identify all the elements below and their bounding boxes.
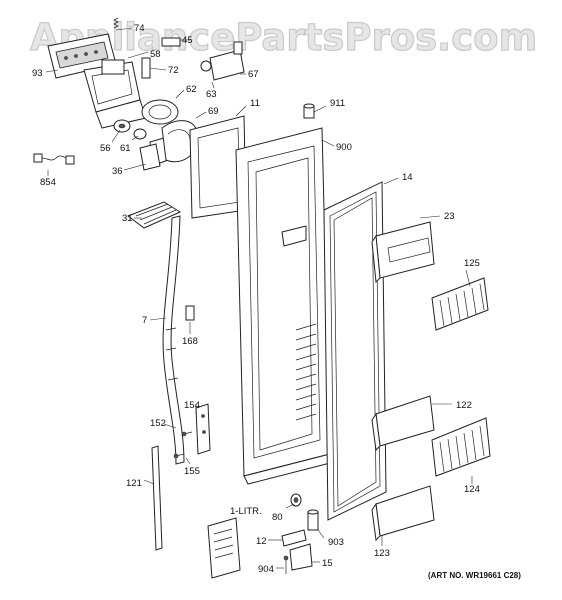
callout-12: 12	[256, 536, 267, 547]
callout-124: 124	[464, 484, 480, 495]
callout-152: 152	[150, 418, 166, 429]
callout-67: 67	[248, 69, 259, 80]
callout-56: 56	[100, 143, 111, 154]
instruction-booklet[interactable]	[207, 517, 241, 579]
callout-58: 58	[150, 49, 161, 60]
hinge-pin-strip[interactable]	[151, 445, 163, 551]
light-socket[interactable]	[113, 119, 131, 133]
dispenser-motor[interactable]	[141, 99, 179, 125]
handle-screw-lower[interactable]	[173, 453, 185, 459]
callout-93: 93	[32, 68, 43, 79]
callout-36: 36	[112, 166, 123, 177]
water-valve-fitting[interactable]	[200, 41, 245, 81]
callout-23: 23	[444, 211, 455, 222]
callout-labels: 74 45 58 93 72 67 63 62 11 911 69 56 61 …	[32, 23, 480, 575]
callout-15: 15	[322, 558, 333, 569]
wire-harness[interactable]	[33, 153, 75, 165]
callout-854: 854	[40, 177, 56, 188]
callout-904: 904	[258, 564, 274, 575]
door-bin-lower[interactable]	[371, 485, 435, 542]
water-fitting[interactable]	[290, 493, 302, 507]
callout-7: 7	[142, 315, 147, 326]
note-1-litr: 1-LITR.	[230, 506, 262, 517]
callout-31: 31	[122, 213, 133, 224]
callout-168: 168	[182, 336, 198, 347]
callout-154: 154	[184, 400, 200, 411]
hinge-plate[interactable]	[281, 529, 307, 547]
callout-63: 63	[206, 89, 217, 100]
actuator-bracket[interactable]	[139, 143, 161, 171]
callout-900: 900	[336, 142, 352, 153]
callout-11: 11	[250, 98, 260, 109]
door-gasket[interactable]	[323, 181, 387, 521]
callout-903: 903	[328, 537, 344, 548]
door-cap[interactable]	[303, 103, 315, 119]
callout-155: 155	[184, 466, 200, 477]
bottom-hinge[interactable]	[289, 543, 313, 571]
handle-screw-upper[interactable]	[181, 431, 193, 437]
callout-72: 72	[168, 65, 179, 76]
callout-69: 69	[208, 106, 219, 117]
handle-bracket[interactable]	[195, 403, 211, 455]
callout-61: 61	[120, 143, 131, 154]
art-number: (ART NO. WR19661 C28)	[428, 571, 521, 580]
solenoid-bracket[interactable]	[161, 37, 181, 47]
callout-45: 45	[182, 35, 193, 46]
watermark: AppliancePartsPros.com	[30, 16, 537, 59]
callout-125: 125	[464, 258, 480, 269]
leader-lines	[45, 27, 473, 569]
small-spring[interactable]	[113, 17, 119, 29]
callout-62: 62	[186, 84, 197, 95]
door-bin-middle[interactable]	[371, 395, 435, 452]
callout-80: 80	[272, 512, 283, 523]
dispenser-housing[interactable]	[83, 59, 147, 129]
fresh-food-door[interactable]	[235, 127, 335, 485]
callout-14: 14	[402, 172, 413, 183]
callout-911: 911	[330, 98, 345, 109]
hinge-screw[interactable]	[283, 555, 289, 574]
hinge-cover[interactable]	[185, 305, 195, 321]
door-handle-trim[interactable]	[162, 215, 185, 465]
wire-shelf-upper[interactable]	[431, 277, 489, 331]
dispenser-grille[interactable]	[126, 201, 182, 229]
dispenser-switch[interactable]	[141, 57, 151, 79]
wire-shelf-lower[interactable]	[431, 417, 491, 477]
callout-122: 122	[456, 400, 472, 411]
callout-123: 123	[374, 548, 390, 559]
dairy-bin[interactable]	[371, 221, 435, 284]
callout-121: 121	[126, 478, 142, 489]
water-tube-cap[interactable]	[307, 509, 319, 531]
callout-74: 74	[134, 23, 145, 34]
